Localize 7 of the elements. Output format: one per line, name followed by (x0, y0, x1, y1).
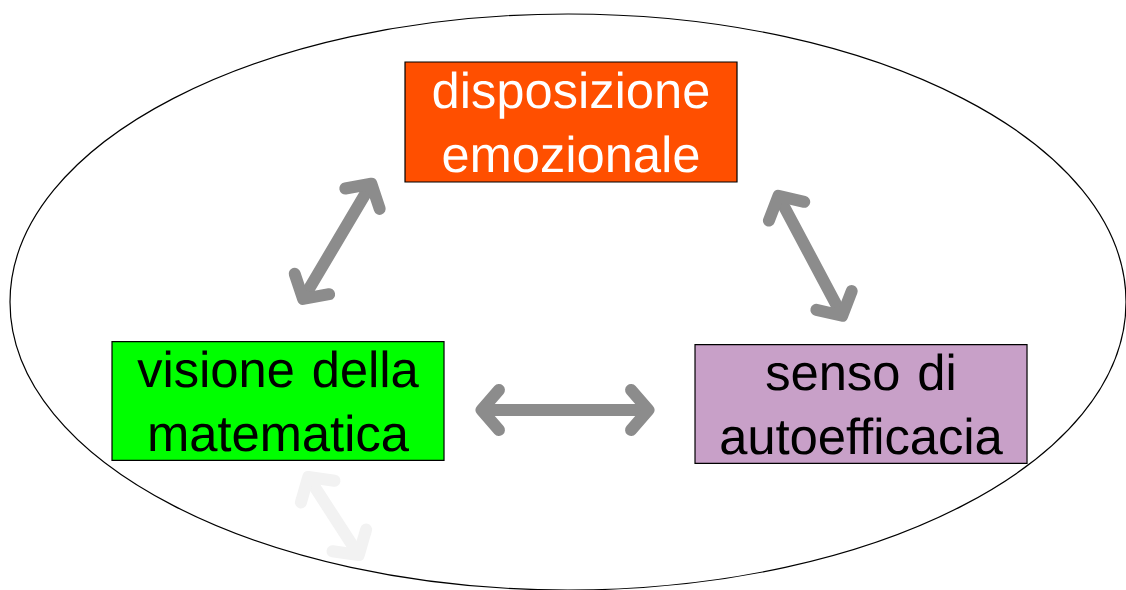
concept-box: visione della matematica (111, 341, 445, 461)
concept-box: senso di autoefficacia (694, 344, 1028, 464)
double-arrow (288, 177, 386, 305)
double-arrow (762, 189, 858, 322)
ellipse-outline (9, 13, 1126, 590)
double-arrow (475, 384, 655, 436)
concept-box: disposizione emozionale (404, 61, 738, 183)
